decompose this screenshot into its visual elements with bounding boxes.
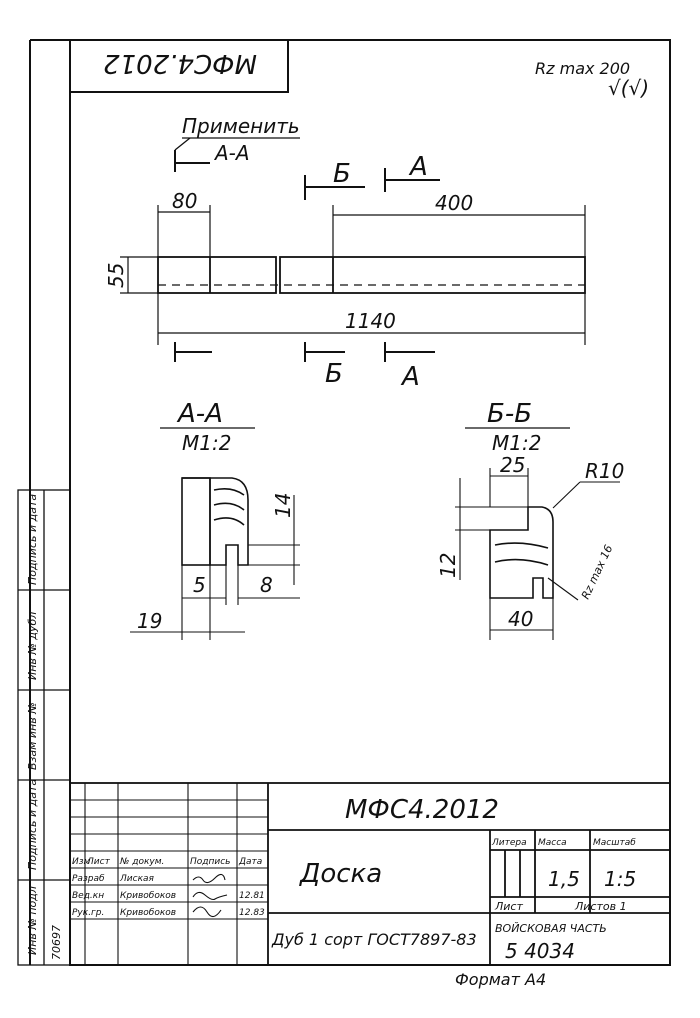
title-block-material: Дуб 1 сорт ГОСТ7897-83 xyxy=(271,930,477,949)
dim-25: 25 xyxy=(500,453,525,477)
side-value-inv: 70697 xyxy=(50,925,63,960)
signature-scribbles xyxy=(192,873,228,918)
sheets-label: Листов 1 xyxy=(574,900,627,913)
section-b-profile xyxy=(489,506,554,599)
code-upside-down: МФС4.2012 xyxy=(103,48,257,78)
dim-8: 8 xyxy=(260,573,273,597)
dim-r10: R10 xyxy=(585,459,624,483)
dim-400: 400 xyxy=(435,191,473,215)
side-stamp-5: Подпись и дата xyxy=(26,494,39,585)
apply-note: Применить xyxy=(182,114,300,138)
col-mass: Масса xyxy=(538,838,567,848)
title-block xyxy=(69,782,671,966)
title-block-name: Доска xyxy=(299,859,382,889)
row-2-1: Кривобоков xyxy=(120,891,176,901)
section-b-title: Б-Б xyxy=(487,399,532,429)
format-note: Формат А4 xyxy=(455,970,546,989)
dim-1140: 1140 xyxy=(345,309,396,333)
org-number: 5 4034 xyxy=(505,939,575,963)
section-a-profile xyxy=(181,477,249,566)
dim-55: 55 xyxy=(104,263,128,288)
side-stamp-2: Подпись и дата xyxy=(26,779,39,870)
org-name: ВОЙСКОВАЯ ЧАСТЬ xyxy=(495,922,607,935)
row-3-0: Рук.гр. xyxy=(72,908,104,918)
side-stamp-column xyxy=(17,489,71,966)
cut-a-top: А xyxy=(408,152,428,182)
cut-b-bottom: Б xyxy=(325,359,343,389)
roughness-symbol: √(√) xyxy=(608,76,649,100)
board-view xyxy=(157,256,586,294)
row-0-1: Лист xyxy=(86,857,111,867)
side-stamp-1: Инв № подл xyxy=(26,886,39,955)
dimension-lines xyxy=(120,205,586,345)
row-0-3: Подпись xyxy=(190,857,230,867)
scale-value: 1:5 xyxy=(604,867,636,891)
col-scale: Масштаб xyxy=(593,838,636,848)
dim-12: 12 xyxy=(436,553,460,578)
side-stamp-3: Взам инв № xyxy=(26,702,39,770)
section-b-scale: М1:2 xyxy=(492,431,541,455)
row-3-1: Кривобоков xyxy=(120,908,176,918)
col-litera: Литера xyxy=(491,838,527,848)
dim-14: 14 xyxy=(271,493,295,518)
row-0-4: Дата xyxy=(238,857,262,867)
row-2-4: 12.81 xyxy=(239,891,265,901)
section-markers-top xyxy=(174,150,440,200)
row-1-1: Лиская xyxy=(119,874,155,884)
roughness-note: Rz max 200 xyxy=(535,59,630,78)
cut-a-bottom: А xyxy=(400,362,420,392)
code-box xyxy=(69,39,289,93)
dim-19: 19 xyxy=(137,609,162,633)
dim-80: 80 xyxy=(172,189,197,213)
dim-40: 40 xyxy=(508,607,533,631)
title-block-grid xyxy=(70,783,268,965)
row-3-4: 12.83 xyxy=(239,908,265,918)
mass-value: 1,5 xyxy=(548,867,580,891)
sheet-label: Лист xyxy=(494,900,523,913)
section-a-scale: М1:2 xyxy=(182,431,231,455)
row-0-0: Изм xyxy=(72,857,91,867)
row-0-2: № докум. xyxy=(119,857,164,867)
section-markers-bottom xyxy=(174,342,435,362)
dim-5: 5 xyxy=(193,573,206,597)
title-block-code: МФС4.2012 xyxy=(345,795,499,825)
cut-b-top: Б xyxy=(333,159,351,189)
row-2-0: Вед.кн xyxy=(72,891,104,901)
apply-section: А-А xyxy=(213,141,250,165)
row-1-0: Разраб xyxy=(72,874,105,884)
section-a-title: А-А xyxy=(176,399,223,429)
side-stamp-4: Инв № дубл xyxy=(26,612,39,680)
rz16-note: Rz max 16 xyxy=(579,543,615,601)
